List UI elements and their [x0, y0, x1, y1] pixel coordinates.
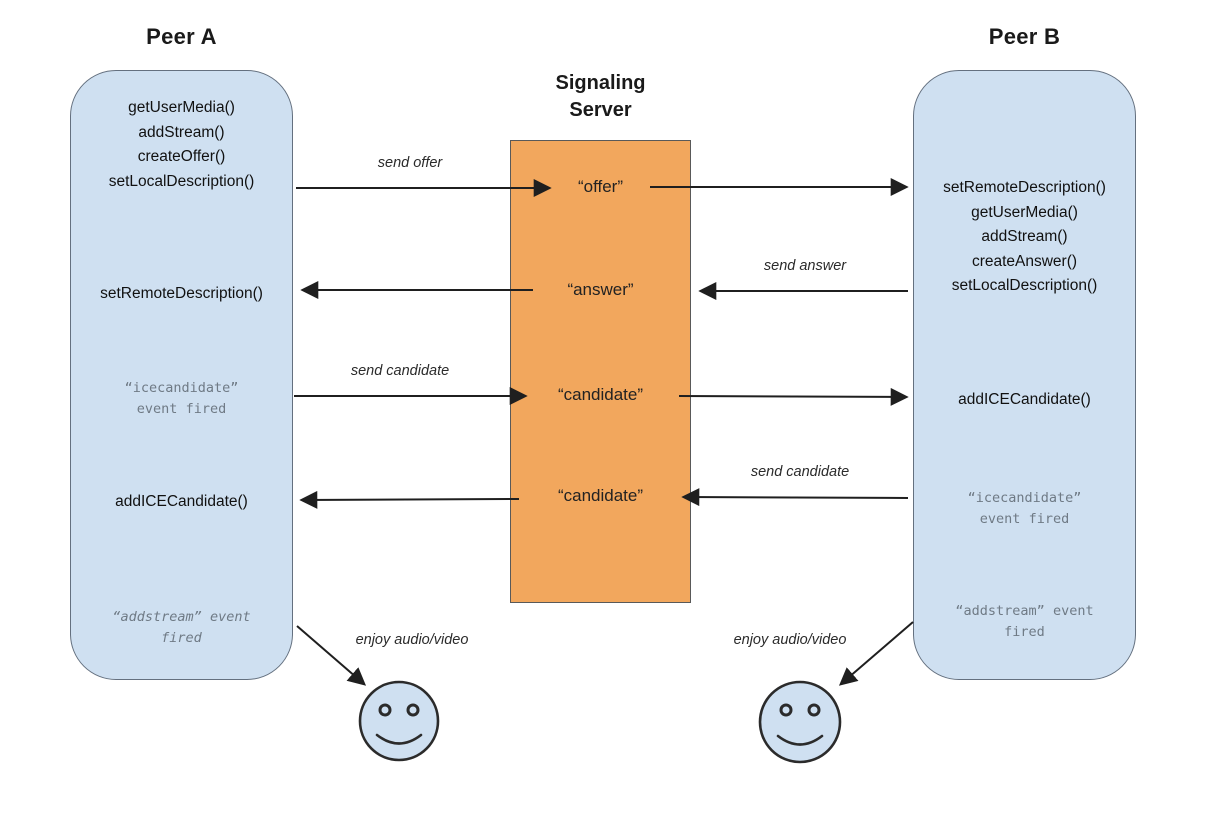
- peer-a-call-setremotedescription: setRemoteDescription(): [100, 285, 263, 302]
- label-send-offer: send offer: [377, 155, 443, 171]
- arrow-candidate-b-to-server: [681, 488, 909, 507]
- peer-a-icecandidate-event-line1: “icecandidate”: [124, 380, 239, 396]
- smiley-left-eye: [779, 703, 793, 717]
- label-send-candidate-right: send candidate: [750, 464, 850, 480]
- peer-a-call-addicecandidate: addICECandidate(): [115, 493, 248, 510]
- arrow-candidate-server-to-a: [299, 490, 520, 509]
- peer-a-initial-calls: getUserMedia() addStream() createOffer()…: [70, 96, 293, 194]
- peer-b-box: [913, 70, 1136, 680]
- peer-b-initial-calls: setRemoteDescription() getUserMedia() ad…: [913, 176, 1136, 299]
- smiley-right-eye: [406, 703, 420, 717]
- smiley-face-left: [358, 680, 440, 762]
- peer-b-call-addicecandidate: addICECandidate(): [958, 391, 1091, 408]
- peer-a-icecandidate-event: “icecandidate” event fired: [70, 378, 293, 420]
- peer-b-icecandidate-event: “icecandidate” event fired: [913, 488, 1136, 530]
- peer-a-call-getusermedia: getUserMedia(): [128, 99, 235, 116]
- peer-a-addstream-event-line1: “addstream” event: [112, 609, 251, 625]
- smiley-left-eye: [378, 703, 392, 717]
- arrow-peer-a-to-smiley: [296, 625, 367, 686]
- peer-a-call-setlocaldescription: setLocalDescription(): [108, 172, 255, 190]
- signaling-server-box: [510, 140, 691, 603]
- smiley-right-eye: [807, 703, 821, 717]
- peer-a-box: [70, 70, 293, 680]
- arrow-peer-b-to-smiley: [838, 621, 914, 686]
- peer-b-addstream-event-line2: fired: [1004, 624, 1045, 640]
- server-message-candidate-1: “candidate”: [557, 385, 644, 404]
- peer-b-addstream-event-line1: “addstream” event: [955, 603, 1094, 619]
- signaling-server-title-line2: Server: [569, 99, 632, 121]
- peer-b-call-setlocaldescription: setLocalDescription(): [951, 277, 1098, 294]
- peer-b-call-getusermedia: getUserMedia(): [971, 203, 1078, 221]
- label-send-candidate-left: send candidate: [350, 363, 450, 379]
- peer-a-icecandidate-event-line2: event fired: [136, 401, 227, 417]
- label-enjoy-audio-video-right: enjoy audio/video: [733, 632, 847, 648]
- peer-b-addstream-event: “addstream” event fired: [913, 601, 1136, 643]
- peer-a-call-addstream: addStream(): [138, 123, 225, 141]
- peer-b-icecandidate-event-line2: event fired: [979, 511, 1070, 527]
- peer-b-call-setremotedescription: setRemoteDescription(): [943, 179, 1106, 196]
- peer-b-icecandidate-event-line1: “icecandidate”: [967, 490, 1082, 506]
- peer-a-addstream-event: “addstream” event fired: [70, 607, 293, 649]
- peer-a-addstream-event-line2: fired: [161, 630, 202, 646]
- arrow-candidate-server-to-b: [678, 387, 909, 406]
- smiley-face-right: [758, 680, 842, 764]
- smiley-mouth: [776, 734, 824, 746]
- peer-a-title: Peer A: [146, 24, 217, 49]
- signaling-server-title: Signaling Server: [510, 70, 691, 124]
- peer-b-call-createanswer: createAnswer(): [971, 252, 1078, 270]
- label-send-answer: send answer: [763, 258, 847, 274]
- label-enjoy-audio-video-left: enjoy audio/video: [355, 632, 469, 648]
- signaling-server-title-line1: Signaling: [555, 72, 646, 94]
- server-message-offer: “offer”: [577, 177, 624, 196]
- peer-b-call-addstream: addStream(): [981, 228, 1068, 245]
- smiley-mouth: [375, 733, 423, 745]
- server-message-answer: “answer”: [567, 280, 634, 299]
- peer-a-call-createoffer: createOffer(): [137, 148, 226, 165]
- server-message-candidate-2: “candidate”: [557, 486, 644, 505]
- peer-b-title: Peer B: [988, 24, 1061, 49]
